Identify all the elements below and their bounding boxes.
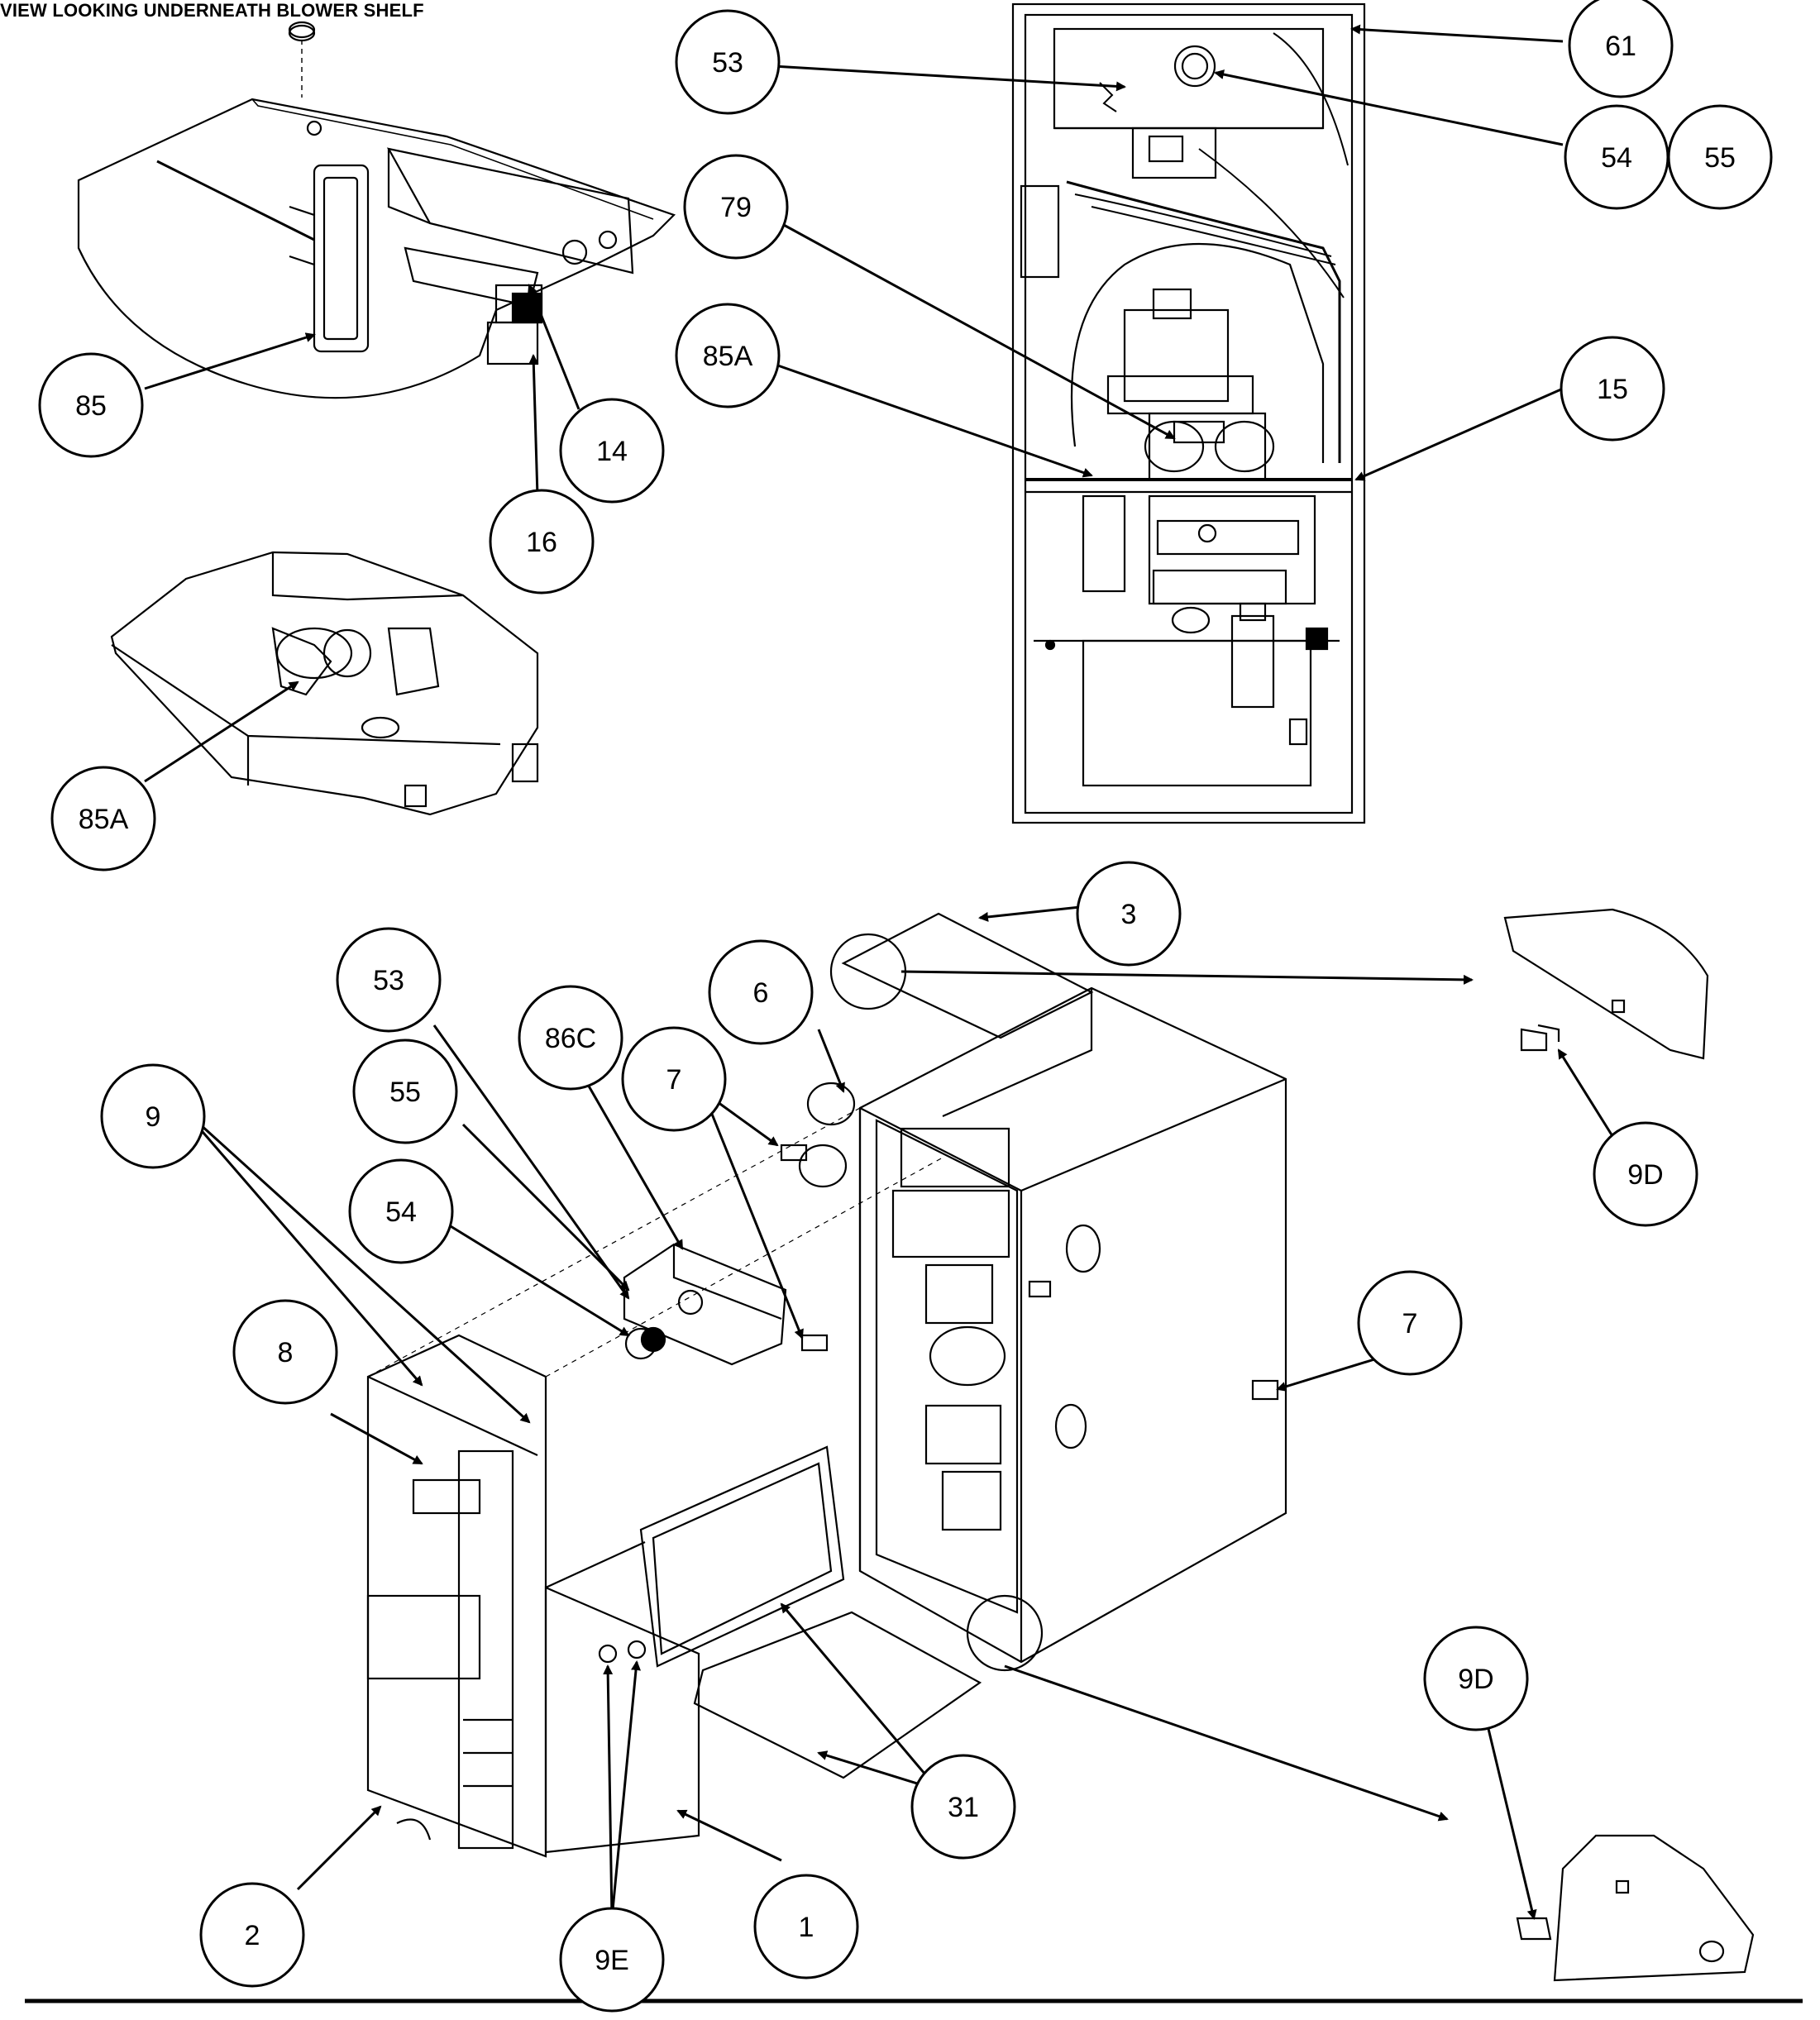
svg-text:7: 7 xyxy=(1402,1308,1418,1340)
callout-55-top: 55 xyxy=(1667,104,1773,210)
svg-text:8: 8 xyxy=(278,1337,294,1368)
svg-text:9E: 9E xyxy=(595,1945,629,1976)
svg-text:61: 61 xyxy=(1605,31,1636,62)
callout-55-low: 55 xyxy=(352,1039,458,1144)
svg-text:86C: 86C xyxy=(545,1023,596,1054)
svg-text:9: 9 xyxy=(146,1101,161,1133)
svg-text:6: 6 xyxy=(753,977,769,1009)
svg-text:16: 16 xyxy=(526,527,557,558)
svg-text:85A: 85A xyxy=(703,341,753,372)
callout-85A-mid: 85A xyxy=(675,303,781,408)
callout-2: 2 xyxy=(199,1882,305,1988)
svg-text:54: 54 xyxy=(385,1196,417,1228)
callout-31: 31 xyxy=(910,1754,1016,1860)
exploded-cabinet-view xyxy=(366,912,1287,1858)
blower-shelf-underside-view xyxy=(77,21,676,399)
clip-detail-top xyxy=(1503,908,1709,1060)
callout-85A-left: 85A xyxy=(50,766,156,872)
callout-9: 9 xyxy=(100,1063,206,1169)
callout-7-a: 7 xyxy=(621,1026,727,1132)
callout-9D-low: 9D xyxy=(1423,1626,1529,1731)
svg-text:53: 53 xyxy=(373,965,404,996)
svg-text:31: 31 xyxy=(948,1792,979,1823)
callout-7-b: 7 xyxy=(1357,1270,1463,1376)
callout-6: 6 xyxy=(708,939,814,1045)
callout-61: 61 xyxy=(1568,0,1674,98)
callout-53-top: 53 xyxy=(675,9,781,115)
svg-text:85: 85 xyxy=(75,390,107,422)
svg-text:79: 79 xyxy=(720,192,752,223)
callout-9E: 9E xyxy=(559,1907,665,2013)
callout-54-low: 54 xyxy=(348,1158,454,1264)
callout-3: 3 xyxy=(1076,861,1182,967)
svg-text:54: 54 xyxy=(1601,142,1632,174)
callout-bubbles: 85 14 16 85A 53 61 54 55 79 85A 15 3 53 … xyxy=(38,0,1773,2013)
leader-arrows xyxy=(144,24,1622,1920)
callout-85: 85 xyxy=(38,352,144,458)
svg-text:3: 3 xyxy=(1121,899,1137,930)
callout-9D-top: 9D xyxy=(1593,1121,1698,1227)
callout-8: 8 xyxy=(232,1299,338,1405)
view-title: VIEW LOOKING UNDERNEATH BLOWER SHELF xyxy=(0,0,424,21)
furnace-front-view xyxy=(1011,2,1366,824)
svg-text:1: 1 xyxy=(799,1912,814,1943)
svg-text:85A: 85A xyxy=(79,804,129,835)
callout-1: 1 xyxy=(753,1874,859,1979)
callout-16: 16 xyxy=(489,489,595,595)
callout-54-top: 54 xyxy=(1564,104,1670,210)
callout-15: 15 xyxy=(1560,336,1665,442)
valve-detail-view xyxy=(110,551,539,816)
svg-text:9D: 9D xyxy=(1458,1664,1493,1695)
svg-text:14: 14 xyxy=(596,436,628,467)
callout-14: 14 xyxy=(559,398,665,504)
svg-text:55: 55 xyxy=(1704,142,1736,174)
svg-text:15: 15 xyxy=(1597,374,1628,405)
svg-text:55: 55 xyxy=(389,1077,421,1108)
clip-detail-bottom xyxy=(1516,1834,1755,1982)
callout-53-low: 53 xyxy=(336,927,442,1033)
callout-79: 79 xyxy=(683,154,789,260)
svg-text:2: 2 xyxy=(245,1920,260,1951)
callout-86C: 86C xyxy=(518,985,623,1091)
svg-text:9D: 9D xyxy=(1627,1159,1663,1191)
svg-text:7: 7 xyxy=(666,1064,682,1096)
svg-text:53: 53 xyxy=(712,47,743,79)
